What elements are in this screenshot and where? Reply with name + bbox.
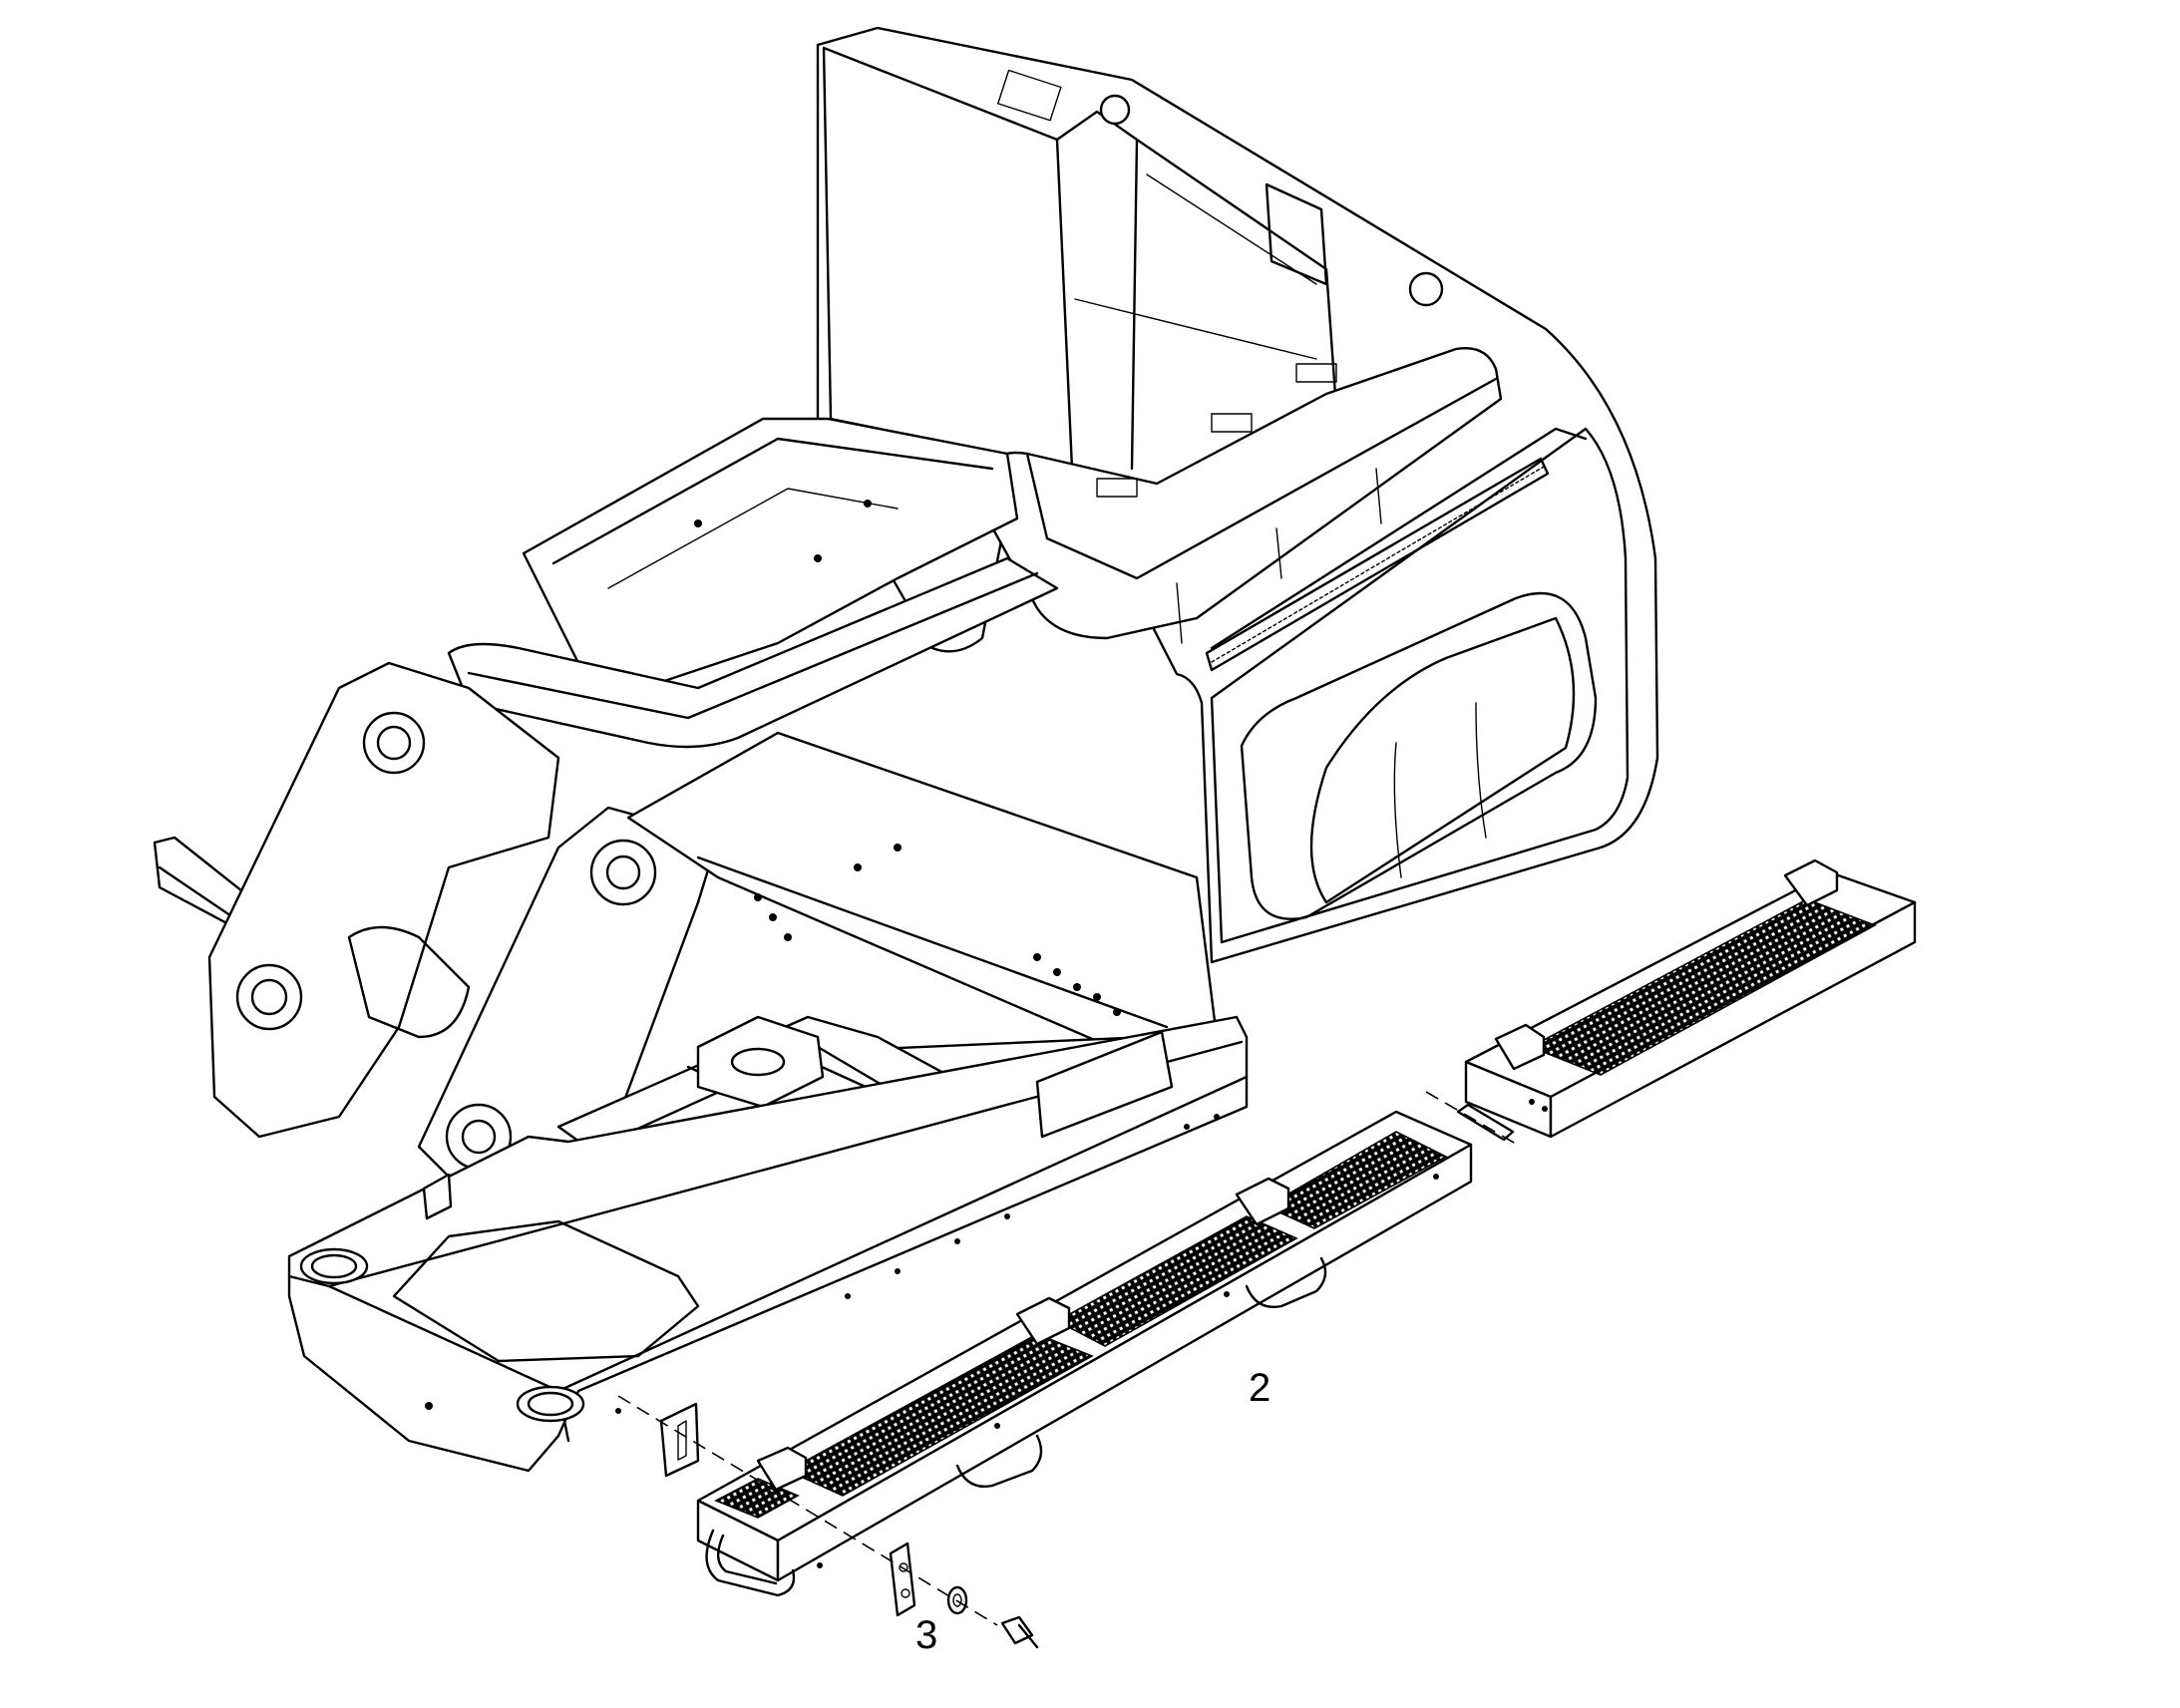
lower-platform: [287, 1015, 1249, 1473]
callout-item-3: 3: [915, 1613, 938, 1657]
fastener-set: [889, 1541, 1039, 1649]
rear-step-assembly: [1464, 858, 1917, 1139]
side-step-assembly: [696, 1110, 1473, 1597]
spacer-plate-left: [659, 1402, 700, 1478]
callout-item-2: 2: [1249, 1366, 1272, 1410]
upper-chassis: [447, 417, 1059, 749]
assembly-line-right: [1425, 1091, 1522, 1148]
assembly-line-left: [617, 1395, 998, 1626]
spacer-plate: [1456, 1103, 1515, 1142]
cab-frame: [816, 26, 1659, 964]
